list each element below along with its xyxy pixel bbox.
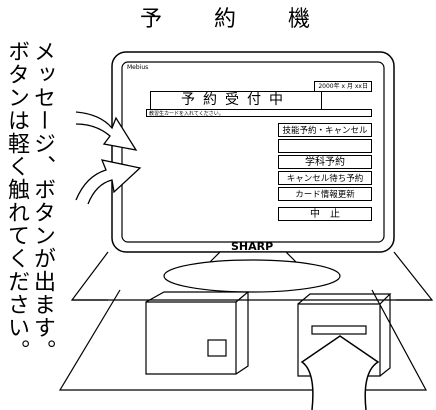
card-insert-arrow [300, 335, 380, 410]
status-banner: 予約受付中 [150, 91, 322, 110]
message-note: メッセージ、ボタンが出ます。 [30, 40, 55, 362]
card-reader-top [297, 293, 392, 377]
touch-note: ボタンは軽く触れてください。 [4, 40, 29, 362]
waitlist-reservation-button[interactable]: キャンセル待ち予約 [278, 171, 372, 185]
page-title: 予 約 機 [140, 2, 310, 38]
printer-slot [207, 339, 227, 357]
insert-card-prompt: 教習生カードを入れてください。 [146, 109, 372, 117]
monitor-stand-base [163, 259, 341, 293]
printer-unit [145, 301, 237, 375]
card-slot [311, 325, 367, 335]
message-arrow [75, 111, 138, 151]
monitor-brand: Mebius [127, 64, 149, 71]
lecture-reservation-button[interactable]: 学科予約 [278, 155, 372, 169]
title-char: 機 [287, 7, 310, 32]
title-char: 予 [140, 7, 163, 32]
printer-unit-top [145, 291, 250, 375]
card-update-button[interactable]: カード情報更新 [278, 187, 372, 201]
button-arrow [75, 159, 142, 205]
console-platform [58, 289, 428, 391]
monitor-logo: SHARP [231, 240, 274, 253]
date-display: 2000年 x 月 xx日 [314, 81, 372, 92]
cancel-button[interactable]: 中 止 [278, 207, 372, 221]
title-char: 約 [213, 7, 236, 32]
skill-reservation-button[interactable]: 技能予約・キャンセル [278, 123, 372, 137]
blank-button[interactable] [278, 139, 372, 153]
kiosk-screen: 2000年 x 月 xx日 予約受付中 教習生カードを入れてください。 技能予約… [142, 72, 376, 230]
